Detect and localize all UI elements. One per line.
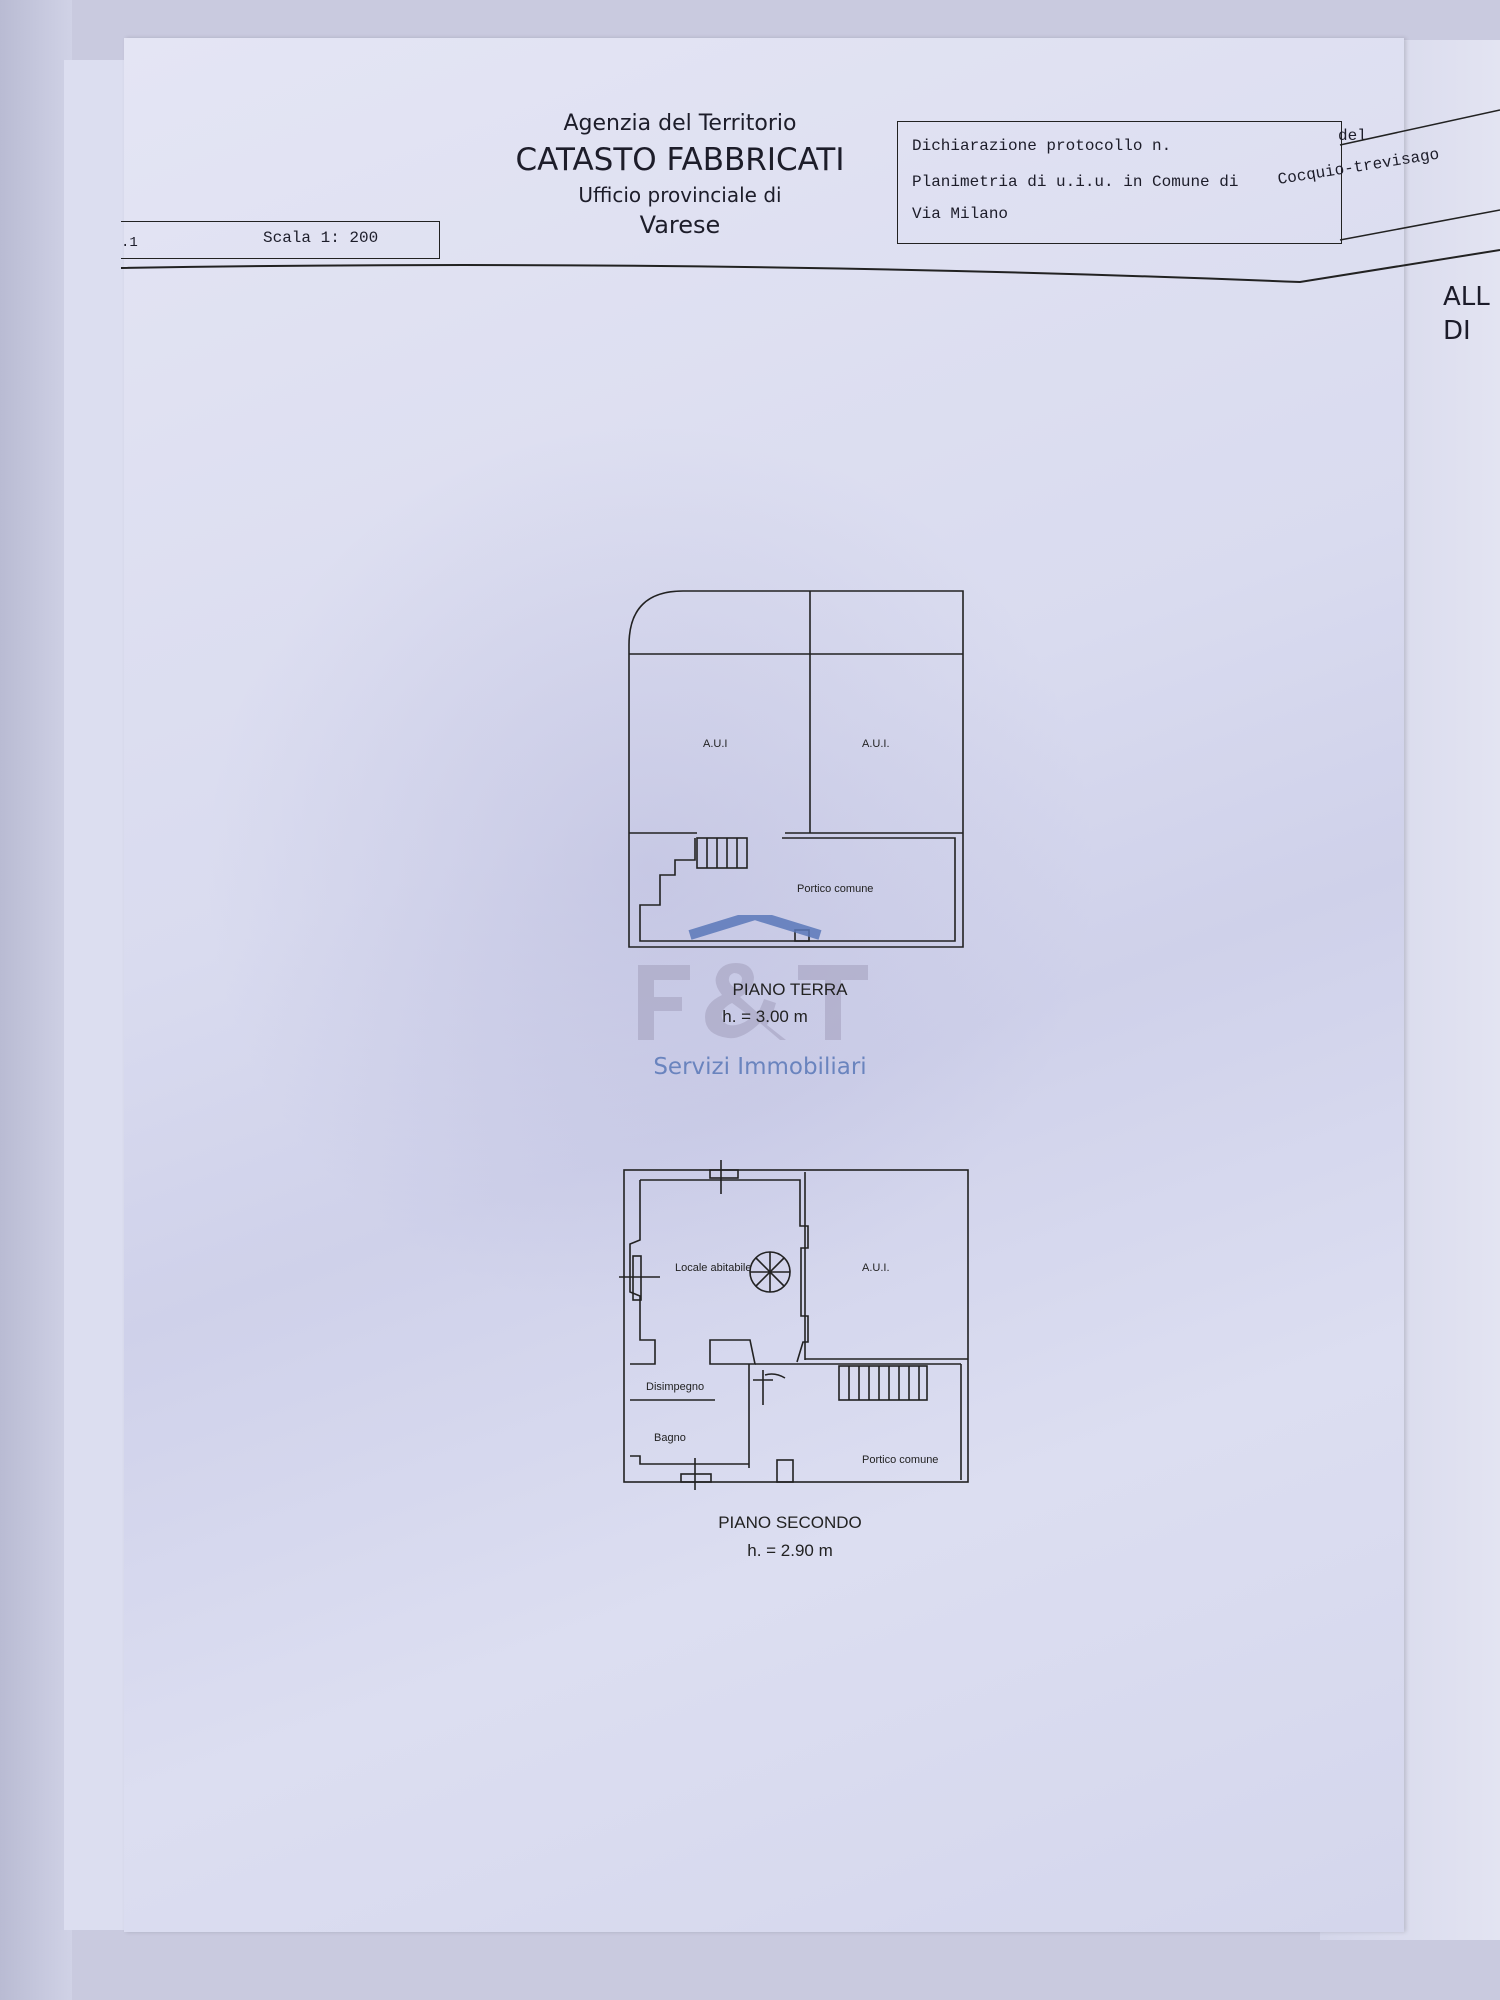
left-page-edge (0, 0, 72, 2000)
room-label: A.U.I. (862, 738, 890, 750)
floor-height: h. = 3.00 m (722, 1007, 808, 1026)
note-line: DI (1443, 316, 1471, 346)
stairs-icon (696, 837, 748, 869)
room-label: Disimpegno (646, 1381, 705, 1393)
ground-floor-plan (628, 590, 964, 948)
room-label: Locale abitabile (675, 1262, 752, 1274)
floor-name: PIANO SECONDO (718, 1513, 862, 1532)
document-title: CATASTO FABBRICATI (515, 142, 845, 178)
plan-label: Planimetria di u.i.u. in Comune di (912, 173, 1239, 191)
agency-name: Agenzia del Territorio (563, 111, 797, 136)
scale-box: .1 Scala 1: 200 (121, 221, 440, 259)
second-floor-plan (619, 1160, 969, 1490)
room-label: Bagno (654, 1432, 686, 1444)
binding-spine (64, 60, 126, 1930)
handwritten-note: ALL DI (1443, 280, 1490, 348)
floor-height: h. = 2.90 m (747, 1541, 833, 1560)
protocol-label: Dichiarazione protocollo n. (912, 137, 1172, 155)
room-label: Portico comune (862, 1454, 939, 1466)
room-label: Portico comune (797, 883, 874, 895)
room-label: A.U.I (703, 738, 728, 750)
floor-name: PIANO TERRA (732, 980, 848, 999)
scale-label: Scala 1: 200 (263, 229, 379, 247)
address: Via Milano (912, 205, 1009, 223)
ft-logo (638, 915, 868, 1040)
header-divider (120, 249, 1500, 284)
room-label: A.U.I. (862, 1262, 890, 1274)
office-label: Ufficio provinciale di (578, 183, 782, 207)
spiral-stair-icon (749, 1251, 791, 1293)
window-icon (619, 1160, 739, 1490)
watermark-tagline: Servizi Immobiliari (653, 1054, 867, 1080)
header-line (1339, 209, 1500, 241)
province-name: Varese (639, 211, 721, 239)
stairs-icon (838, 1365, 928, 1401)
sheet-number: .1 (121, 235, 138, 251)
cadastral-sheet (124, 38, 1404, 1932)
note-line: ALL (1443, 282, 1490, 312)
header-line (1339, 109, 1500, 146)
